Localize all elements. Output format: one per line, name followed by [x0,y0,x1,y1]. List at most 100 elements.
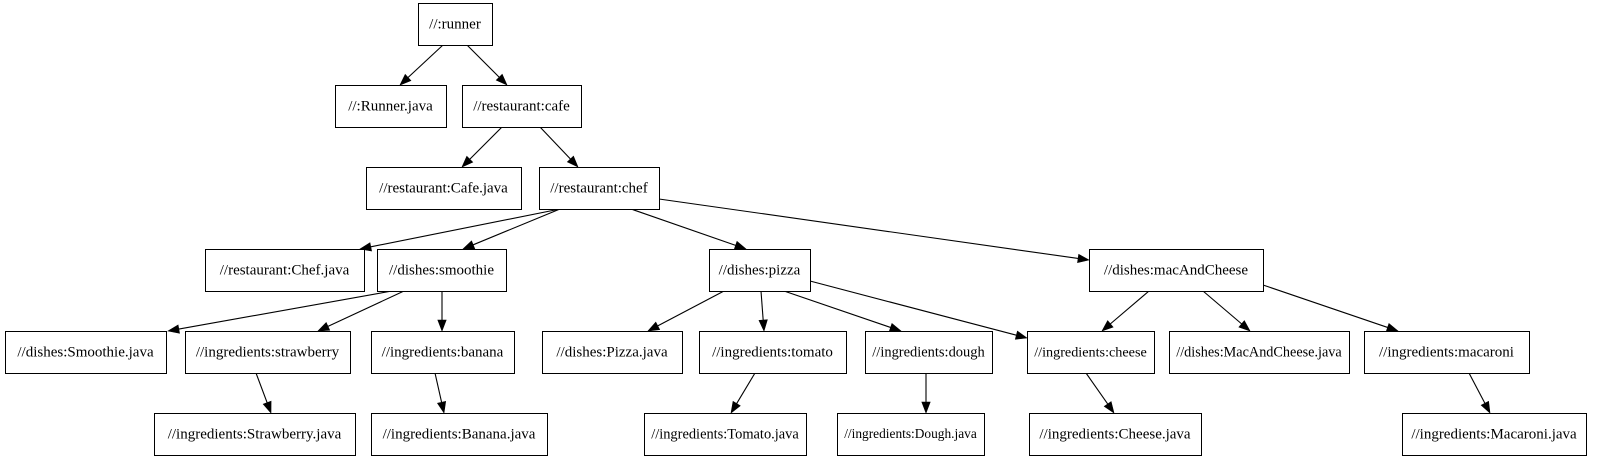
node-label: //ingredients:strawberry [196,344,340,360]
node-box[interactable] [1029,413,1202,456]
edge-dishes_pizza-to-ing_cheese [809,280,1028,340]
node-ing_macaroni[interactable]: //ingredients:macaroni [1364,331,1530,374]
node-box[interactable] [185,331,351,374]
arrowhead-icon [399,73,412,86]
edge-dishes_smoothie-to-ing_strawberry [317,290,405,332]
node-restaurant_chef[interactable]: //restaurant:chef [539,167,660,210]
node-label: //dishes:Pizza.java [556,344,668,360]
arrowhead-icon [262,400,272,414]
node-cafe_java[interactable]: //restaurant:Cafe.java [366,167,522,210]
node-box[interactable] [539,167,660,210]
node-label: //restaurant:Cafe.java [379,180,508,196]
node-box[interactable] [371,413,548,456]
node-label: //ingredients:Macaroni.java [1411,426,1577,442]
arrowhead-icon [566,155,579,168]
node-label: //restaurant:Chef.java [220,262,350,278]
edge-line [466,44,500,78]
edge-restaurant_chef-to-dishes_pizza [630,208,747,250]
node-smoothie_java[interactable]: //dishes:Smoothie.java [5,331,167,374]
node-cheese_java[interactable]: //ingredients:Cheese.java [1029,413,1202,456]
edge-ing_cheese-to-cheese_java [1085,372,1115,414]
nodes-layer: //:runner //:Runner.java //restaurant:cafe… [5,3,1587,456]
node-box[interactable] [699,331,847,374]
node-runner_java[interactable]: //:Runner.java [335,85,447,128]
node-box[interactable] [335,85,447,128]
edge-line [255,372,268,403]
node-box[interactable] [371,331,515,374]
node-box[interactable] [1027,331,1155,374]
edge-ing_tomato-to-tomato_java [730,372,756,414]
node-pizza_java[interactable]: //dishes:Pizza.java [542,331,683,374]
arrowhead-icon [1385,322,1399,332]
node-label: //ingredients:Banana.java [383,426,536,442]
arrowhead-icon [167,324,180,334]
edge-dishes_pizza-to-ing_dough [783,290,902,332]
node-box[interactable] [154,413,356,456]
edge-runner-to-restaurant_cafe [466,44,508,86]
node-restaurant_cafe[interactable]: //restaurant:cafe [462,85,582,128]
edge-dishes_macncheese-to-ing_cheese [1101,290,1150,332]
edge-restaurant_cafe-to-cafe_java [461,126,503,168]
arrowhead-icon [758,319,768,332]
node-strawberry_java[interactable]: //ingredients:Strawberry.java [154,413,356,456]
arrowhead-icon [647,321,661,332]
edge-line [434,372,443,403]
arrowhead-icon [1103,401,1115,414]
node-label: //ingredients:Dough.java [844,426,977,441]
node-ing_dough[interactable]: //ingredients:dough [865,331,993,374]
edge-runner-to-runner_java [399,44,444,86]
edge-ing_banana-to-banana_java [434,372,447,414]
edge-restaurant_cafe-to-restaurant_chef [539,126,579,168]
arrowhead-icon [1238,320,1251,332]
node-box[interactable] [542,331,683,374]
node-macncheese_java[interactable]: //dishes:MacAndCheese.java [1169,331,1350,374]
node-dishes_macncheese[interactable]: //dishes:macAndCheese [1089,249,1264,292]
arrowhead-icon [495,73,508,86]
node-label: //ingredients:banana [382,344,504,360]
node-box[interactable] [837,413,985,456]
arrowhead-icon [921,401,931,414]
node-banana_java[interactable]: //ingredients:Banana.java [371,413,548,456]
node-box[interactable] [709,249,811,292]
node-chef_java[interactable]: //restaurant:Chef.java [205,249,365,292]
node-box[interactable] [1402,413,1587,456]
node-macaroni_java[interactable]: //ingredients:Macaroni.java [1402,413,1587,456]
node-box[interactable] [1169,331,1350,374]
arrowhead-icon [1480,400,1491,414]
node-tomato_java[interactable]: //ingredients:Tomato.java [644,413,807,456]
edge-line [469,126,503,160]
node-ing_strawberry[interactable]: //ingredients:strawberry [185,331,351,374]
edge-restaurant_chef-to-chef_java [359,208,561,252]
node-box[interactable] [462,85,582,128]
node-label: //:Runner.java [348,98,433,114]
node-dishes_pizza[interactable]: //dishes:pizza [709,249,811,292]
edge-line [1262,284,1388,328]
node-ing_cheese[interactable]: //ingredients:cheese [1027,331,1155,374]
node-box[interactable] [644,413,807,456]
node-box[interactable] [418,3,493,46]
node-box[interactable] [205,249,365,292]
edge-line [760,290,764,321]
node-label: //ingredients:cheese [1034,344,1147,360]
node-dishes_smoothie[interactable]: //dishes:smoothie [377,249,507,292]
node-dough_java[interactable]: //ingredients:Dough.java [837,413,985,456]
node-ing_banana[interactable]: //ingredients:banana [371,331,515,374]
node-runner[interactable]: //:runner [418,3,493,46]
node-label: //ingredients:dough [872,344,985,360]
node-ing_tomato[interactable]: //ingredients:tomato [699,331,847,374]
edge-line [809,280,1017,336]
arrowhead-icon [730,400,741,414]
edge-line [1110,290,1150,325]
node-label: //ingredients:Cheese.java [1039,426,1191,442]
edge-dishes_macncheese-to-macncheese_java [1202,290,1251,332]
node-box[interactable] [377,249,507,292]
edges-layer [167,44,1491,414]
node-box[interactable] [1364,331,1530,374]
node-box[interactable] [865,331,993,374]
node-box[interactable] [1089,249,1264,292]
edge-line [783,290,891,328]
node-box[interactable] [5,331,167,374]
node-box[interactable] [366,167,522,210]
